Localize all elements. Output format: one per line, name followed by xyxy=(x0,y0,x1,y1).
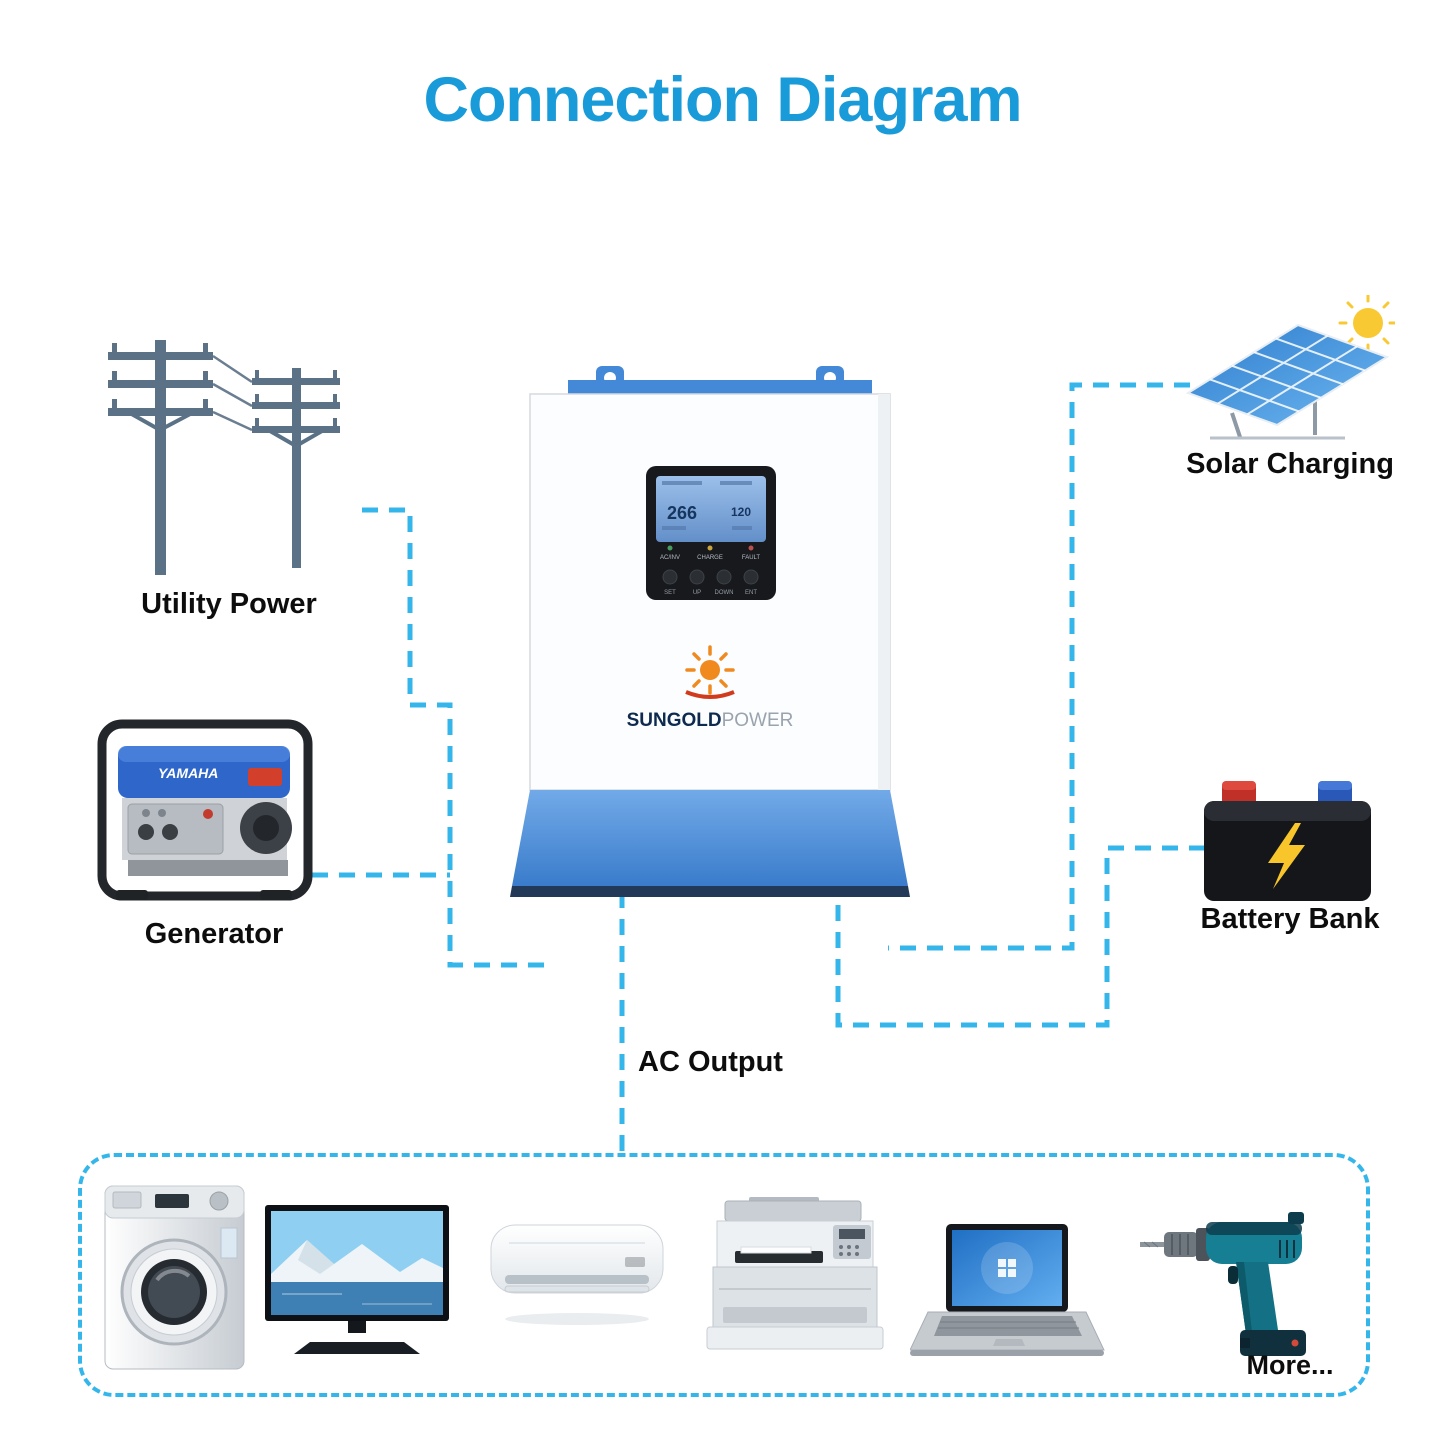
generator-brand-text: YAMAHA xyxy=(158,765,218,781)
inverter-button-label: SET xyxy=(664,590,676,596)
inverter-illustration: 266 120 AC/INV CHARGE FAULT SET UP DOWN … xyxy=(510,366,910,897)
inverter-led-label-fault: FAULT xyxy=(742,555,761,561)
inverter-button-label: DOWN xyxy=(715,590,734,596)
printer-icon xyxy=(706,1197,884,1350)
inverter-button-down xyxy=(716,569,732,585)
inverter-led-label-acinv: AC/INV xyxy=(660,555,680,561)
inverter-button-set xyxy=(662,569,678,585)
page-title: Connection Diagram xyxy=(423,65,1022,135)
inverter-lcd-value-right: 120 xyxy=(731,505,751,519)
inverter-led-label-charge: CHARGE xyxy=(697,555,723,561)
inverter-lcd-screen xyxy=(656,476,766,542)
battery-bank-label: Battery Bank xyxy=(1200,903,1380,935)
solar-panel-icon xyxy=(1185,295,1395,440)
solar-charging-label: Solar Charging xyxy=(1186,448,1394,480)
drill-battery xyxy=(1240,1330,1306,1356)
inverter-button-label: UP xyxy=(693,590,701,596)
laptop-icon xyxy=(910,1224,1105,1356)
battery-icon xyxy=(1204,781,1371,901)
utility-power-label: Utility Power xyxy=(141,588,317,620)
inverter-buttons: SET UP DOWN ENT xyxy=(662,569,759,596)
utility-power-icon xyxy=(108,340,340,575)
lightning-icon xyxy=(1268,823,1305,889)
ac-output-label: AC Output xyxy=(638,1046,783,1078)
more-label: More... xyxy=(1246,1350,1334,1380)
air-conditioner-icon xyxy=(490,1224,664,1325)
brand-light: POWER xyxy=(722,710,794,731)
tv-icon xyxy=(265,1205,449,1354)
washing-machine-icon xyxy=(104,1185,245,1370)
inverter-brand: SUNGOLDPOWER xyxy=(627,710,794,731)
inverter-bottom-band xyxy=(512,790,908,886)
inverter-mounting-bracket xyxy=(568,366,872,396)
brand-bold: SUNGOLD xyxy=(627,710,722,731)
inverter-button-ent xyxy=(743,569,759,585)
inverter-button-label: ENT xyxy=(745,590,757,596)
wire-solar-charging xyxy=(888,382,1190,951)
appliance-box xyxy=(78,1153,1370,1397)
inverter-button-up xyxy=(689,569,705,585)
inverter-lcd-value-left: 266 xyxy=(667,503,697,523)
sun-logo-icon xyxy=(685,645,735,699)
drill-icon xyxy=(1140,1212,1306,1356)
generator-icon: YAMAHA xyxy=(97,719,313,901)
generator-frame xyxy=(97,719,313,901)
tv-screen xyxy=(271,1211,443,1315)
laptop-screen xyxy=(952,1230,1062,1306)
generator-label: Generator xyxy=(144,918,284,950)
